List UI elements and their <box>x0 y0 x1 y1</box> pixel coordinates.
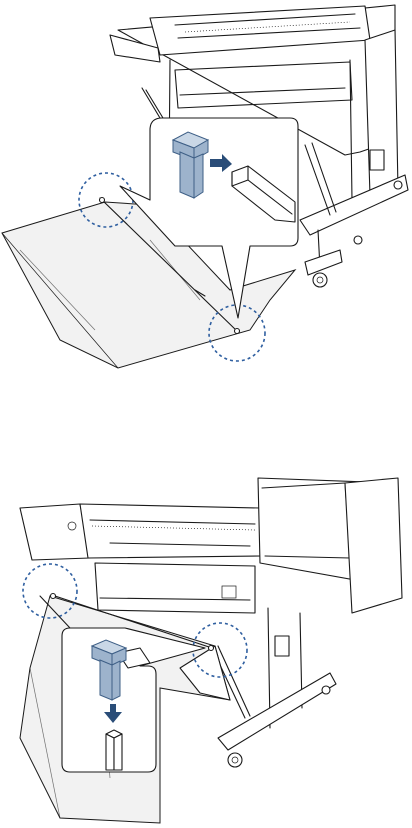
figure-step-1 <box>0 0 412 390</box>
figure-step-2 <box>0 438 412 828</box>
